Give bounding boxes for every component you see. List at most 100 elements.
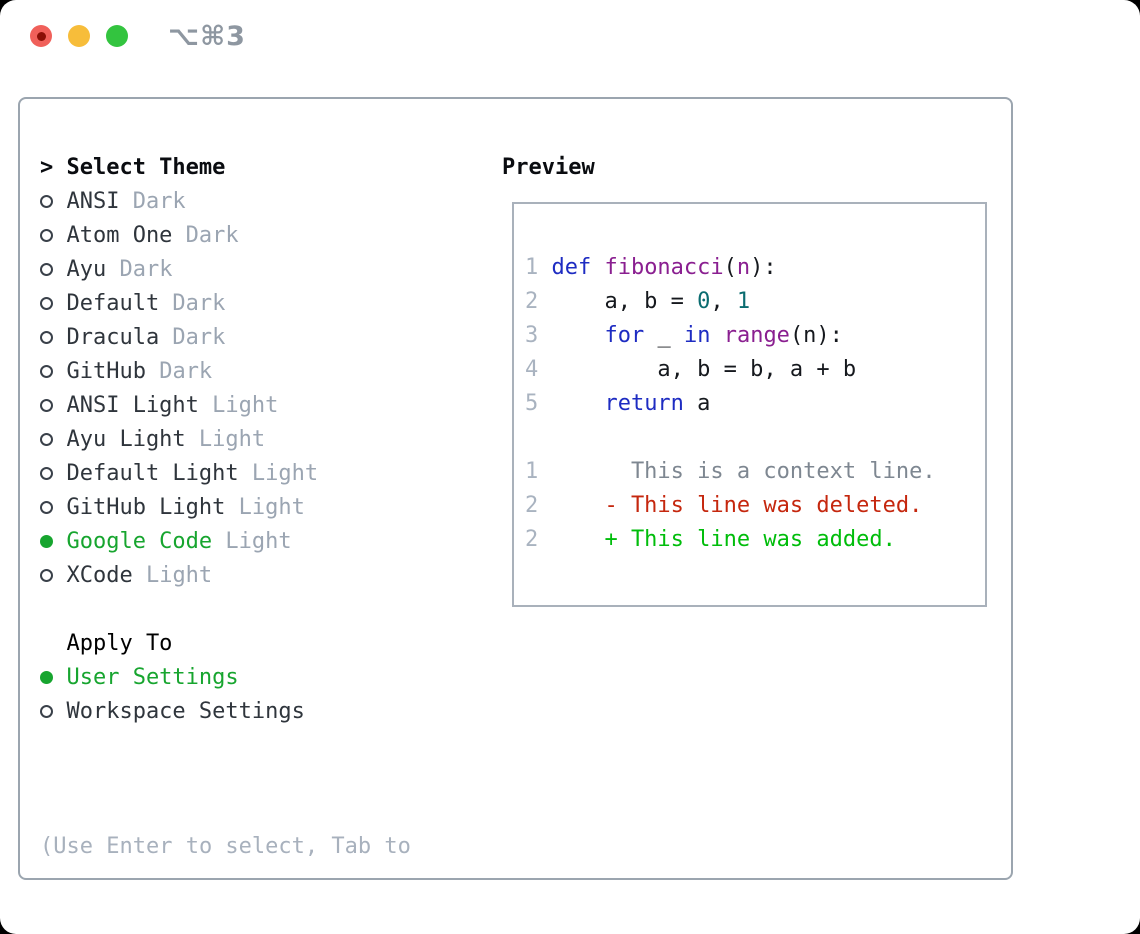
theme-option-default-dark[interactable]: Default Dark xyxy=(40,286,411,320)
preview-line: 5 return a xyxy=(525,387,985,421)
theme-option-ansi-dark[interactable]: ANSI Dark xyxy=(40,184,411,218)
theme-variant-badge: Dark xyxy=(106,256,173,282)
radio-icon xyxy=(40,330,54,344)
preview-line xyxy=(525,421,985,455)
code-token-pl xyxy=(551,391,604,416)
radio-icon xyxy=(40,568,54,582)
apply-option-label: Workspace Settings xyxy=(66,698,305,724)
code-token-kw: return xyxy=(604,391,684,416)
preview-line: 4 a, b = b, a + b xyxy=(525,353,985,387)
preview-header: Preview xyxy=(502,150,987,184)
radio-icon xyxy=(40,432,54,446)
theme-name: Default Light xyxy=(66,460,239,486)
theme-variant-badge: Light xyxy=(238,460,319,486)
select-theme-header: >Select Theme xyxy=(40,150,411,184)
spacer xyxy=(40,592,411,626)
radio-selected-icon xyxy=(40,670,54,684)
code-token-lit: 1 xyxy=(736,289,751,314)
theme-name: GitHub xyxy=(66,358,146,384)
theme-option-github-dark[interactable]: GitHub Dark xyxy=(40,354,411,388)
code-token-pl: _ xyxy=(644,323,684,348)
code-token-pl: a, b = xyxy=(551,289,698,314)
radio-icon xyxy=(40,262,54,276)
theme-variant-badge: Dark xyxy=(159,290,226,316)
theme-option-ayu-light-light[interactable]: Ayu Light Light xyxy=(40,422,411,456)
theme-variant-badge: Dark xyxy=(159,324,226,350)
radio-icon xyxy=(40,194,54,208)
code-token-del: - This line was deleted. xyxy=(551,493,923,518)
code-token-pl: a xyxy=(683,391,711,416)
line-number: 2 xyxy=(525,289,539,314)
theme-option-github-light-light[interactable]: GitHub Light Light xyxy=(40,490,411,524)
apply-option-workspace-settings[interactable]: Workspace Settings xyxy=(40,694,411,728)
radio-selected-icon xyxy=(40,534,54,548)
theme-name: GitHub Light xyxy=(66,494,226,520)
minimize-button[interactable] xyxy=(68,25,90,47)
theme-name: Default xyxy=(66,290,160,316)
theme-option-dracula-dark[interactable]: Dracula Dark xyxy=(40,320,411,354)
titlebar: ⌥⌘3 xyxy=(0,0,1140,72)
radio-icon xyxy=(40,364,54,378)
preview-title: Preview xyxy=(502,154,595,180)
apply-option-user-settings[interactable]: User Settings xyxy=(40,660,411,694)
close-button-dot-icon xyxy=(36,31,46,41)
line-number: 5 xyxy=(525,391,539,416)
spacer xyxy=(40,728,411,762)
theme-variant-badge: Light xyxy=(198,392,279,418)
keyboard-hint: (Use Enter to select, Tab to change focu… xyxy=(40,762,411,934)
code-token-pl: ): xyxy=(750,255,777,280)
theme-name: XCode xyxy=(66,562,133,588)
theme-option-xcode-light[interactable]: XCode Light xyxy=(40,558,411,592)
theme-variant-badge: Dark xyxy=(119,188,186,214)
theme-variant-badge: Light xyxy=(185,426,266,452)
code-token-ctx: This is a context line. xyxy=(551,459,936,484)
code-token-pl: a, b = b, a + b xyxy=(551,357,857,382)
theme-variant-badge: Dark xyxy=(172,222,239,248)
theme-option-default-light-light[interactable]: Default Light Light xyxy=(40,456,411,490)
window-title: ⌥⌘3 xyxy=(168,20,246,52)
select-theme-title: Select Theme xyxy=(66,154,226,180)
preview-line: 1 This is a context line. xyxy=(525,455,985,489)
line-number: 1 xyxy=(525,255,539,280)
theme-variant-badge: Light xyxy=(225,494,305,520)
theme-option-google-code-light[interactable]: Google Code Light xyxy=(40,524,411,558)
line-number: 1 xyxy=(525,459,539,484)
close-button[interactable] xyxy=(30,25,52,47)
traffic-lights xyxy=(30,25,128,47)
theme-name: Ayu Light xyxy=(66,426,186,452)
radio-icon xyxy=(40,704,54,718)
theme-variant-badge: Light xyxy=(132,562,213,588)
code-token-pl xyxy=(551,323,604,348)
theme-option-atom-one-dark[interactable]: Atom One Dark xyxy=(40,218,411,252)
code-token-kw: in xyxy=(683,323,711,348)
line-number: 3 xyxy=(525,323,539,348)
theme-name: Ayu xyxy=(66,256,107,282)
line-number: 2 xyxy=(525,493,539,518)
keyboard-hint-line1: (Use Enter to select, Tab to xyxy=(40,834,411,859)
preview-line: 2 - This line was deleted. xyxy=(525,489,985,523)
code-token-kw: for xyxy=(604,323,645,348)
code-token-pl: (n): xyxy=(789,323,843,348)
code-token-pl: , xyxy=(710,289,737,314)
theme-option-ayu-dark[interactable]: Ayu Dark xyxy=(40,252,411,286)
theme-option-ansi-light-light[interactable]: ANSI Light Light xyxy=(40,388,411,422)
code-token-pl xyxy=(710,323,723,348)
theme-name: ANSI xyxy=(66,188,120,214)
maximize-button[interactable] xyxy=(106,25,128,47)
line-number: 4 xyxy=(525,357,539,382)
apply-to-header: Apply To xyxy=(40,626,411,660)
apply-option-label: User Settings xyxy=(66,664,239,690)
radio-icon xyxy=(40,228,54,242)
radio-icon xyxy=(40,466,54,480)
radio-icon xyxy=(40,296,54,310)
theme-name: ANSI Light xyxy=(66,392,199,418)
line-number: 2 xyxy=(525,527,539,552)
theme-name: Atom One xyxy=(66,222,173,248)
